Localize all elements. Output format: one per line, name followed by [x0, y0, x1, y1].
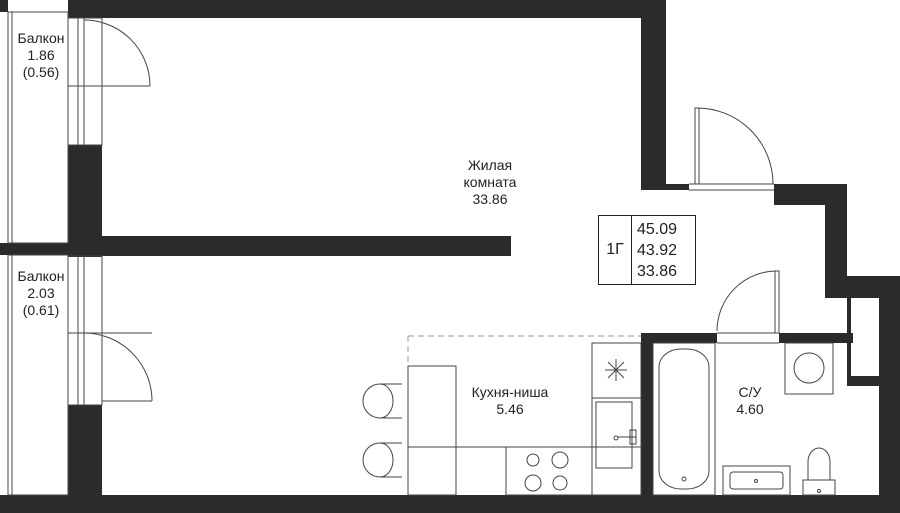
- bathtub: [652, 342, 716, 496]
- room-name: С/У: [738, 384, 762, 400]
- room-area: 33.86: [472, 191, 508, 207]
- door-entrance-leaf: [694, 107, 700, 185]
- wall-step-left: [641, 184, 689, 190]
- wall-right-upper: [641, 0, 666, 190]
- room-name: Балкон: [17, 268, 65, 284]
- apartment-areas: 45.09 43.92 33.86: [637, 219, 677, 282]
- burner-icon: [526, 453, 540, 467]
- washbasin: [722, 465, 791, 496]
- chair-icon: [362, 383, 402, 419]
- balcony-top-label: Балкон 1.86 (0.56): [8, 30, 74, 81]
- wall-far-right: [879, 276, 900, 513]
- wall-top: [68, 0, 666, 18]
- room-name-line2: комната: [463, 174, 517, 190]
- room-area: 4.60: [736, 401, 764, 417]
- kitchen-counter-right: [591, 342, 642, 496]
- bathroom-fixtures: [652, 342, 836, 496]
- room-area: 2.03: [27, 285, 55, 301]
- living-area: 33.86: [637, 263, 678, 280]
- room-area: 5.46: [496, 401, 524, 417]
- room-name-line1: Жилая: [467, 157, 513, 173]
- wall-right-mid: [825, 184, 847, 280]
- room-area: 1.86: [27, 47, 55, 63]
- room-area-coefficient: (0.61): [22, 302, 60, 318]
- wall-bathroom-left: [641, 333, 653, 500]
- bathtub-inner: [658, 348, 710, 490]
- toilet-tank: [802, 479, 836, 496]
- kitchen-sink: [595, 401, 633, 469]
- area-excl-balcony: 43.92: [637, 242, 678, 259]
- wall-niche-bottom: [847, 376, 879, 386]
- total-area: 45.09: [637, 221, 678, 238]
- bathroom-label: С/У 4.60: [720, 384, 780, 418]
- door-entrance-arc: [696, 107, 774, 185]
- burner-icon: [552, 475, 568, 491]
- toilet-bowl: [807, 447, 831, 480]
- balcony-bottom-label: Балкон 2.03 (0.61): [8, 268, 74, 319]
- fridge-icon: [605, 359, 627, 381]
- door-bathroom-arc: [716, 270, 778, 332]
- kitchen-furniture: [362, 342, 642, 496]
- doors: [83, 19, 780, 402]
- room-name: Балкон: [17, 30, 65, 46]
- door-balcony-top-arc: [83, 19, 151, 87]
- burner-icon: [551, 451, 569, 469]
- cooktop: [505, 446, 593, 496]
- kitchen-cabinet-left: [407, 365, 457, 496]
- kitchen-label: Кухня-ниша 5.46: [450, 384, 570, 418]
- room-area-coefficient: (0.56): [22, 64, 60, 80]
- wall-bottom: [0, 495, 900, 513]
- wall-inner-horizontal: [68, 236, 511, 256]
- door-balcony-bottom-arc: [83, 332, 153, 402]
- apartment-info-badge: 1Г 45.09 43.92 33.86: [598, 215, 696, 285]
- door-bathroom-leaf: [774, 270, 780, 334]
- apartment-type: 1Г: [599, 216, 632, 284]
- room-name: Кухня-ниша: [471, 384, 549, 400]
- chair-icon: [362, 442, 402, 478]
- burner-icon: [524, 474, 542, 492]
- washing-machine: [784, 342, 834, 395]
- washing-machine-drum-icon: [793, 352, 825, 384]
- wall-left-corner: [0, 0, 8, 12]
- drain-icon: [681, 476, 687, 482]
- living-room-label: Жилая комната 33.86: [430, 157, 550, 208]
